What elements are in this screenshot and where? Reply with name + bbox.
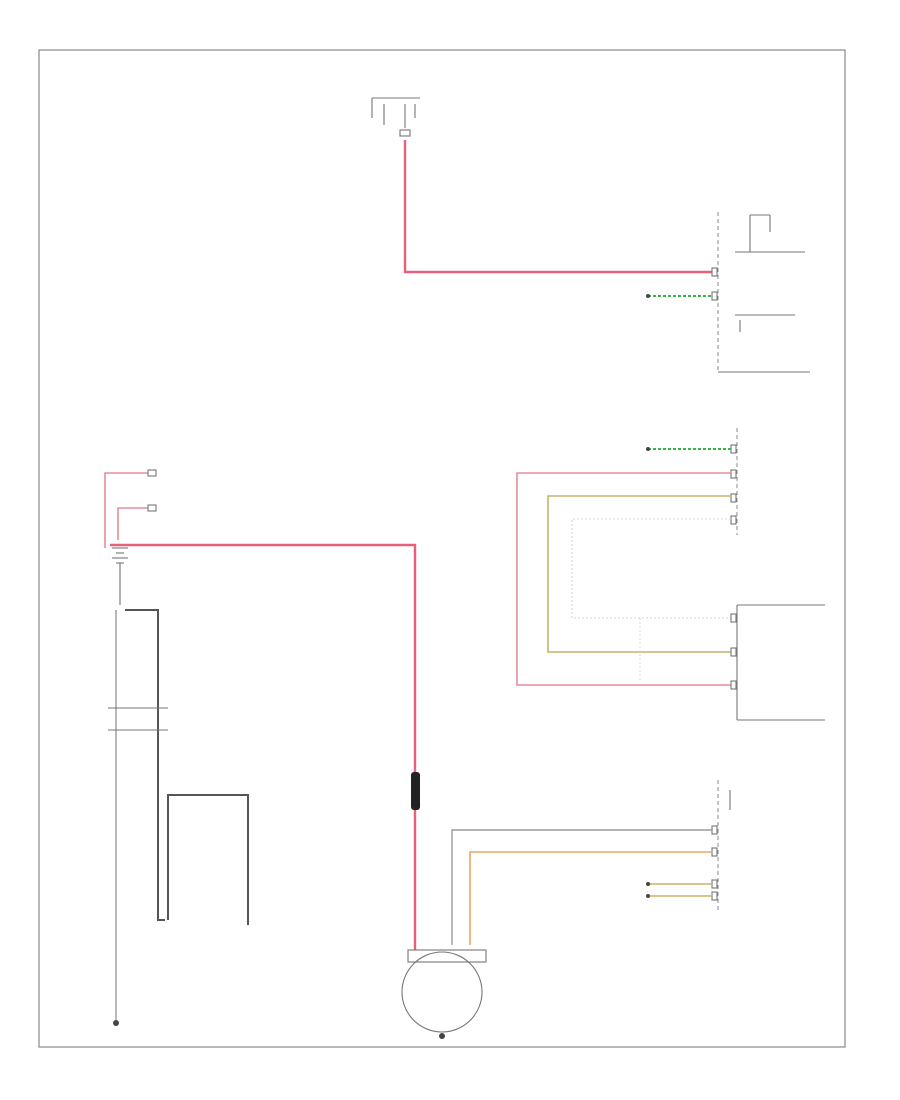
- top-fuse-block: [371, 97, 420, 137]
- serial-data-bcm-splice: [646, 447, 650, 451]
- generator-l-terminal-wire: [451, 829, 712, 945]
- body-control-module: [730, 428, 738, 535]
- generator-f-terminal-wire: [469, 851, 712, 945]
- generator: [401, 949, 487, 1039]
- ground-strap-wire: [167, 794, 249, 925]
- battery: [104, 469, 157, 605]
- engine-control-module: [711, 780, 731, 910]
- battery-positive-cable: [110, 543, 417, 950]
- current-sensor-signal-wire: [571, 518, 731, 619]
- reference-5v-wire: [516, 472, 731, 686]
- ground-point-bottom: [113, 1020, 119, 1026]
- fusible-link: [411, 772, 420, 810]
- serial-data-ipc-splice: [646, 294, 650, 298]
- battery-current-sensor: [730, 604, 825, 721]
- ecm-splice-2: [646, 894, 650, 898]
- ecm-splice-1: [646, 882, 650, 886]
- engine-ground-cable: [125, 609, 165, 921]
- diagram-frame: [38, 49, 846, 1048]
- low-reference-wire: [547, 495, 731, 653]
- battery-feed-ipc-wire: [403, 140, 712, 274]
- instrument-panel-cluster: [711, 212, 810, 373]
